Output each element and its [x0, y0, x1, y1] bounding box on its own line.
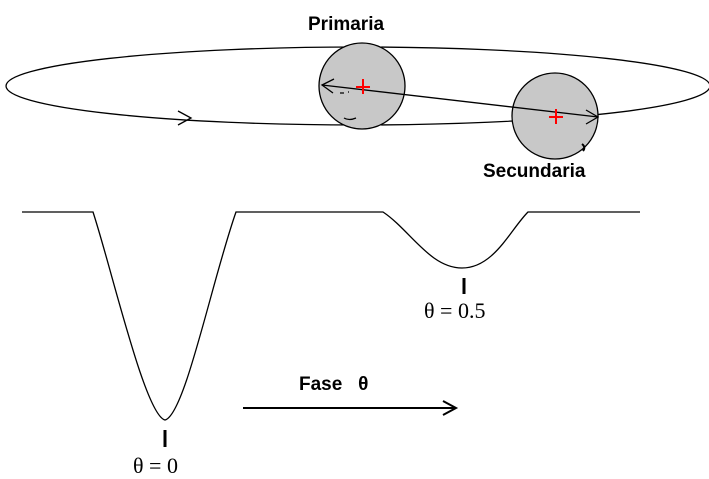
primary-center-mark [356, 79, 370, 94]
secondary-label: Secundaria [483, 161, 586, 182]
phase-secondary-label: θ = 0.5 [424, 298, 486, 323]
star-connector [321, 84, 599, 118]
primary-label: Primaria [308, 14, 385, 35]
orbit-direction-arrow [177, 110, 193, 126]
secondary-center-mark [549, 109, 563, 124]
connector-arrowhead-right [585, 109, 600, 125]
phase-axis-label: Fase θ [299, 374, 369, 395]
connector-arrowhead-left [320, 78, 335, 94]
phase-arrow-head [442, 400, 459, 416]
light-curve [22, 211, 640, 421]
phase-primary-label: θ = 0 [133, 453, 178, 478]
